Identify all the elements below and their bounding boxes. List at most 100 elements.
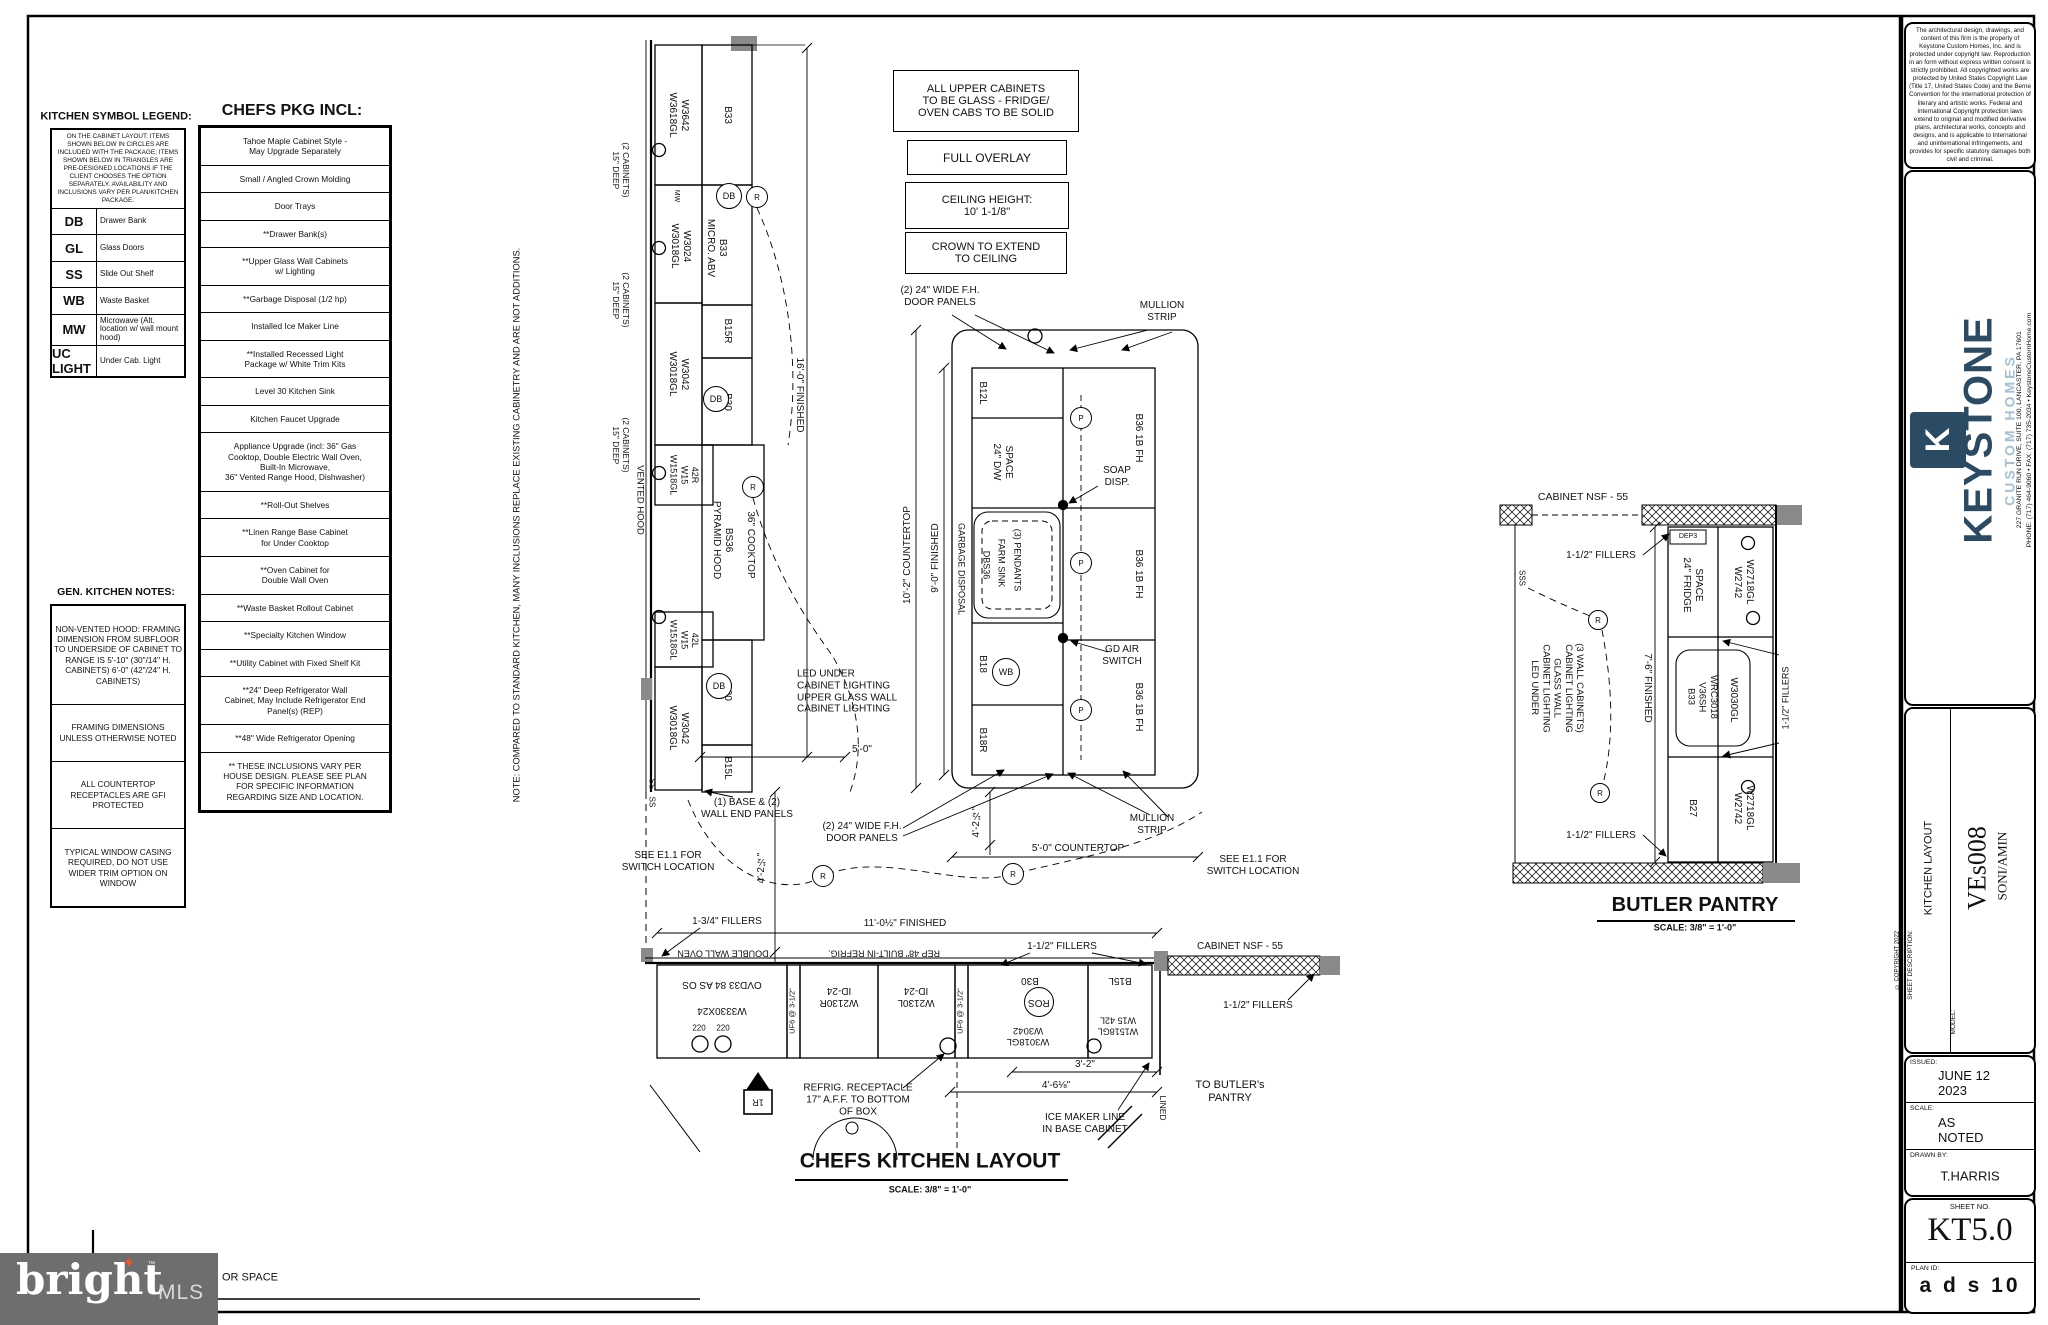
drawer-bank-symbol: DB: [706, 673, 732, 699]
dim-finished: 9'-0" FINISHED: [930, 523, 942, 593]
legend-symbol: GL: [52, 235, 97, 261]
recessed-light-symbol: R: [1588, 610, 1608, 630]
pkg-item: **Upper Glass Wall Cabinets w/ Lighting: [201, 248, 389, 286]
drawn-by-value: T.HARRIS: [1940, 1168, 2000, 1184]
mls-wordmark: MLS: [158, 1281, 205, 1304]
door-panels-note: (2) 24" WIDE F.H. DOOR PANELS: [900, 285, 980, 308]
sink-label: DBS36: [981, 550, 992, 580]
drawer-bank-symbol: DB: [716, 183, 742, 209]
pkg-list: Tahoe Maple Cabinet Style - May Upgrade …: [198, 125, 392, 813]
scale-value: AS NOTED: [1938, 1114, 1984, 1145]
pkg-item: Level 30 Kitchen Sink: [201, 378, 389, 406]
hood-label: PYRAMID HOOD BS36: [711, 500, 734, 580]
trademark-symbol: ™: [148, 1261, 155, 1268]
model-value: VEs008: [1962, 826, 1992, 910]
legend-symbol: WB: [52, 288, 97, 314]
cabinet-label: B36 1B FH: [1132, 549, 1144, 599]
fillers-note: 1-1/2" FILLERS: [1566, 830, 1636, 842]
divider: [1906, 1262, 2034, 1263]
microwave-symbol: MW: [673, 189, 681, 203]
copyright-side-note: © COPYRIGHT 2022: [1894, 930, 1901, 990]
scale-row: SCALE: AS NOTED: [1906, 1103, 2034, 1150]
scale-label: SCALE:: [1910, 1105, 1935, 1113]
cabinet-label: B30: [1021, 974, 1039, 986]
cabinet-label: W2130L ID-24: [897, 985, 935, 1008]
kitchen-plan-title: CHEFS KITCHEN LAYOUT: [799, 1149, 1061, 1173]
dishwasher-space-label: 24" D/W SPACE: [991, 443, 1014, 481]
cabinet-nsf-label: CABINET NSF - 55: [1537, 490, 1629, 503]
brand-name: KEYSTONE: [1956, 316, 2001, 544]
legend-description: Slide Out Shelf: [100, 269, 154, 279]
sheet-no-label: SHEET NO.: [1949, 1202, 1991, 1211]
to-butler-pantry-note: TO BUTLER's PANTRY: [1195, 1079, 1265, 1104]
cabinet-label: W1518GL W15 42R: [668, 454, 700, 496]
cabinet-label: W3018GL W3024: [669, 223, 692, 269]
divider: [1950, 709, 1951, 1052]
cabinet-label: B18: [976, 655, 988, 673]
vented-hood-label: VENTED HOOD: [634, 465, 646, 535]
switch-location-note: SEE E1.1 FOR SWITCH LOCATION: [621, 850, 715, 873]
drawn-row: DRAWN BY: T.HARRIS: [1906, 1150, 2034, 1195]
cabinet-label: W2742 W2718GL: [1732, 785, 1755, 831]
pendant-symbol: P: [1070, 699, 1092, 721]
recessed-light-symbol: R: [812, 865, 834, 887]
cabinet-label: B15L: [1108, 974, 1132, 986]
pkg-item: Kitchen Faucet Upgrade: [201, 406, 389, 434]
fridge-space-label: 24" FRIDGE SPACE: [1681, 557, 1704, 613]
issued-label: ISSUED:: [1910, 1059, 1938, 1066]
cabinet-label: B33: [721, 106, 733, 124]
cabinet-label: W3018GL W3042: [667, 351, 690, 397]
fillers-note: 1-1/2" FILLERS: [1027, 941, 1097, 953]
legend-symbol: MW: [52, 314, 97, 346]
sheet-description: KITCHEN LAYOUT: [1922, 820, 1935, 916]
pkg-item: Appliance Upgrade (incl: 36" Gas Cooktop…: [201, 433, 389, 492]
dim-countertop-5ft: 5'-0" COUNTERTOP: [1031, 843, 1125, 855]
dep3-label: DEP3: [1678, 532, 1698, 540]
dim-3-2: 3'-2": [1075, 1059, 1095, 1071]
pkg-item: **Oven Cabinet for Double Wall Oven: [201, 557, 389, 595]
pkg-item: **Waste Basket Rollout Cabinet: [201, 595, 389, 623]
dim-7-6: 7'-6" FINISHED: [1641, 653, 1653, 723]
legend-description: Drawer Bank: [100, 216, 147, 226]
drawer-bank-symbol: DB: [703, 386, 729, 412]
switch-symbol: SSS: [1517, 569, 1527, 587]
lighting-dashed-arcs: [687, 207, 1612, 886]
fillers-note: 1-1/2" FILLERS: [1223, 1000, 1293, 1012]
switch-symbol: SS: [647, 778, 657, 790]
gen-note: TYPICAL WINDOW CASING REQUIRED, DO NOT U…: [64, 846, 172, 888]
cabinet-label: OVD33 84 AS OS: [682, 978, 762, 990]
receptacle-220-label: 220: [692, 1023, 706, 1033]
pendant-symbol: P: [1070, 407, 1092, 429]
gen-note: NON-VENTED HOOD: FRAMING DIMENSION FROM …: [52, 606, 184, 705]
side-note: NOTE: COMPARED TO STANDARD KITCHEN, MANY…: [511, 247, 522, 803]
switch-symbol: SS: [647, 796, 657, 808]
pkg-item: **Garbage Disposal (1/2 hp): [201, 286, 389, 314]
cabinet-label: B27: [1686, 799, 1698, 817]
cabinet-label: B36 1B FH: [1132, 682, 1144, 732]
cabinet-label: W3330X24: [697, 1004, 747, 1016]
recessed-light-symbol: R: [742, 476, 764, 498]
pantry-plan-title: BUTLER PANTRY: [1611, 894, 1779, 917]
pantry-sink-label: B33 V36SH WRC3018: [1685, 675, 1719, 719]
gen-note: FRAMING DIMENSIONS UNLESS OTHERWISE NOTE…: [52, 705, 184, 762]
cabinet-label: W1518GL W15 42L: [1097, 1016, 1139, 1037]
drawn-by-label: DRAWN BY:: [1910, 1151, 1948, 1159]
model-label: MODEL:: [1950, 1009, 1958, 1035]
depth-label: 15" DEEP (2 CABINETS): [611, 272, 632, 328]
description-box: [1904, 707, 2036, 1054]
dim-4-2: 4'-2½": [971, 806, 983, 838]
dim-5ft: 5'-0": [852, 744, 872, 756]
dim-16ft: 16'-0" FINISHED: [793, 357, 805, 433]
plan-id-value: a d s 10: [1919, 1274, 2021, 1297]
double-wall-oven-label: DOUBLE WALL OVEN: [677, 948, 769, 959]
lined-label: LINED: [1158, 1095, 1169, 1121]
fillers-note: 1-3/4" FILLERS: [692, 916, 762, 928]
copyright-text: The architectural design, drawings, and …: [1909, 26, 2031, 163]
ice-maker-note: ICE MAKER LINE IN BASE CABINET: [1042, 1112, 1128, 1135]
legend-symbol: UC LIGHT: [52, 346, 97, 377]
cabinet-label: B15R: [721, 318, 733, 344]
